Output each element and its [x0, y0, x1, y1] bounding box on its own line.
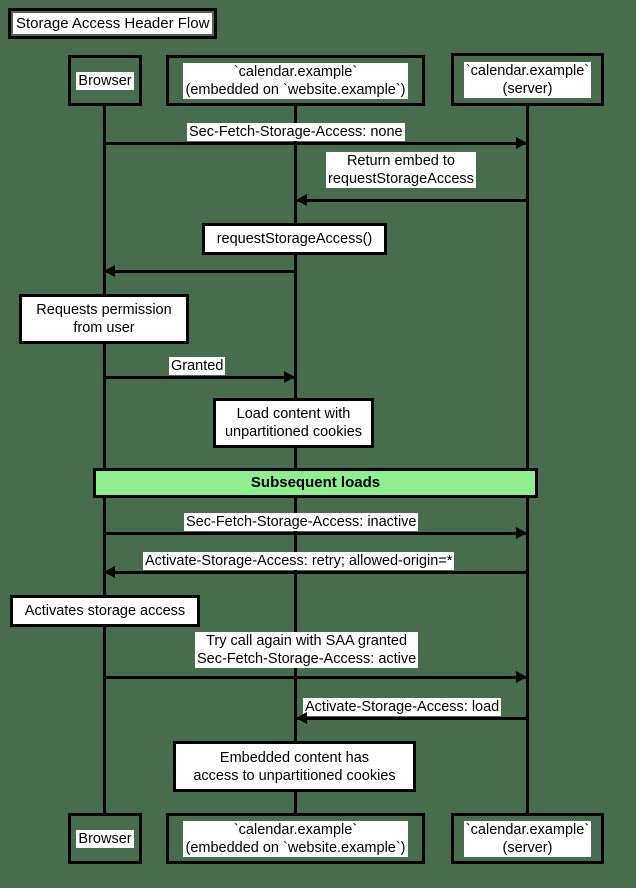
- message-line-2: [296, 199, 528, 202]
- note-requests-permission: Requests permission from user: [19, 294, 189, 344]
- lifeline-embed: [294, 106, 297, 813]
- message-label-13: Activate-Storage-Access: load: [303, 698, 502, 716]
- participant-footer-browser-label: Browser: [76, 829, 134, 848]
- participant-header-server-label: `calendar.example` (server): [463, 61, 592, 98]
- message-arrowhead-1: [516, 137, 527, 149]
- participant-header-embed[interactable]: `calendar.example` (embedded on `website…: [166, 55, 425, 106]
- message-line-4: [104, 270, 296, 273]
- message-label-12: Try call again with SAA granted Sec-Fetc…: [195, 632, 419, 668]
- participant-header-embed-label: `calendar.example` (embedded on `website…: [183, 62, 408, 99]
- message-line-10: [104, 571, 528, 574]
- diagram-title: Storage Access Header Flow: [13, 13, 213, 34]
- message-line-13: [296, 717, 528, 720]
- diagram-title-box: Storage Access Header Flow: [8, 8, 218, 39]
- message-line-9: [104, 532, 528, 535]
- participant-footer-server-label: `calendar.example` (server): [463, 820, 592, 857]
- note-activates-storage-access: Activates storage access: [10, 595, 200, 627]
- participant-header-browser-label: Browser: [76, 71, 134, 90]
- note-load-content: Load content with unpartitioned cookies: [213, 398, 374, 448]
- message-arrowhead-6: [284, 371, 295, 383]
- message-arrowhead-4: [104, 265, 115, 277]
- message-label-10: Activate-Storage-Access: retry; allowed-…: [143, 552, 455, 570]
- lifeline-browser: [103, 106, 106, 813]
- message-arrowhead-10: [104, 566, 115, 578]
- participant-footer-embed[interactable]: `calendar.example` (embedded on `website…: [166, 813, 425, 864]
- message-1-origin-stub: [104, 142, 107, 145]
- participant-footer-browser[interactable]: Browser: [68, 813, 142, 864]
- message-label-1: Sec-Fetch-Storage-Access: none: [187, 123, 405, 141]
- lifeline-server: [526, 106, 529, 813]
- participant-header-server[interactable]: `calendar.example` (server): [451, 53, 604, 106]
- message-arrowhead-13: [296, 712, 307, 724]
- message-label-9: Sec-Fetch-Storage-Access: inactive: [184, 513, 419, 531]
- message-line-6: [104, 376, 296, 379]
- message-label-6: Granted: [169, 357, 226, 375]
- message-line-12: [104, 676, 528, 679]
- message-label-2: Return embed to requestStorageAccess: [326, 152, 476, 188]
- participant-footer-embed-label: `calendar.example` (embedded on `website…: [183, 820, 408, 857]
- message-arrowhead-9: [516, 527, 527, 539]
- participant-footer-server[interactable]: `calendar.example` (server): [451, 813, 604, 864]
- message-arrowhead-12: [516, 671, 527, 683]
- note-request-storage-access: requestStorageAccess(): [202, 223, 387, 255]
- divider-subsequent-loads: Subsequent loads: [93, 468, 538, 498]
- note-embedded-content-access: Embedded content has access to unpartiti…: [173, 741, 416, 792]
- participant-header-browser[interactable]: Browser: [68, 55, 142, 106]
- message-line-1: [104, 142, 528, 145]
- message-arrowhead-2: [296, 194, 307, 206]
